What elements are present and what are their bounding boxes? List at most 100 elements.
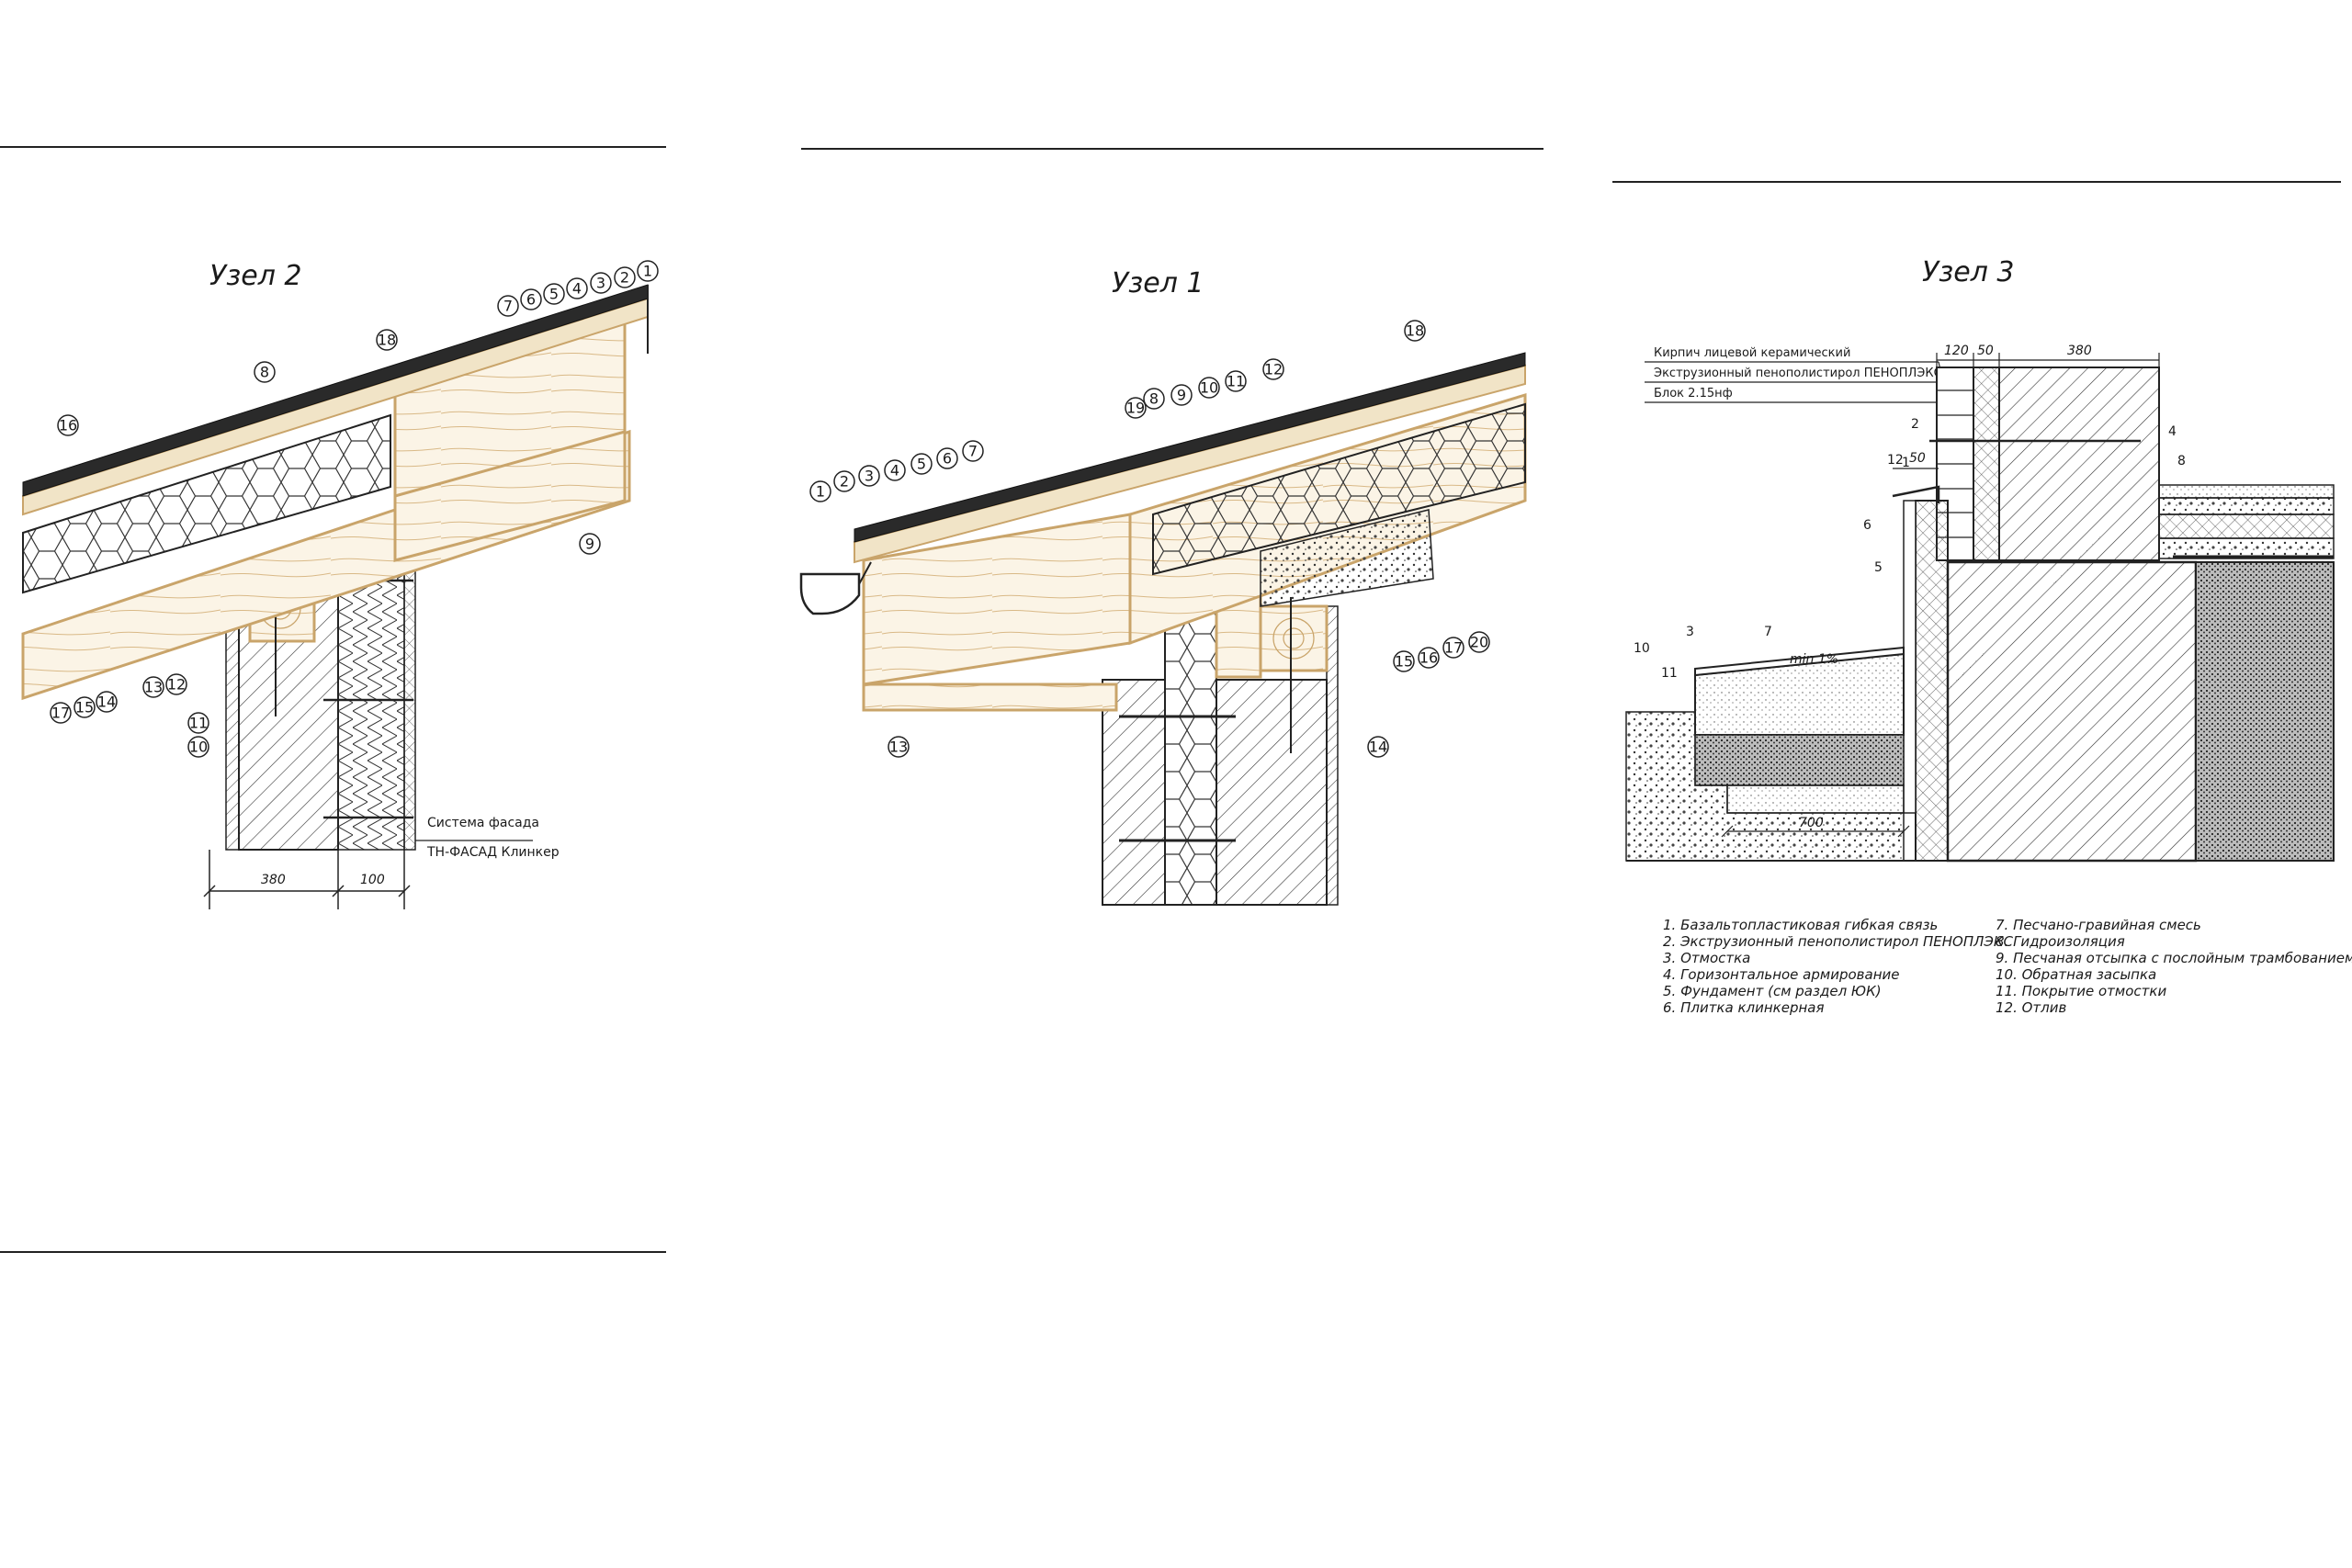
node1-callout-3-label: 3 [865,468,874,485]
node2-callout-16-label: 16 [59,417,77,434]
node2-dim-wall: 380 [261,873,286,887]
node1-callout-6-label: 6 [943,450,952,468]
node2-callout-3-label: 3 [596,275,605,292]
node3-mark-4: 4 [2168,424,2177,439]
node2-callout-2-circle [614,266,636,288]
legend-item-2: 2. Экструзионный пенополистирол ПЕНОПЛЭК… [1663,933,2014,950]
node1-callout-8-label: 8 [1149,390,1159,408]
node2-callout-11-label: 11 [189,715,208,732]
node1-callout-18-circle [1404,320,1426,342]
legend-item-6: 6. Плитка клинкерная [1663,999,1825,1016]
node2-callout-14-circle [96,691,118,713]
node2-dim-facade: 100 [360,873,385,887]
node2-callout-15-label: 15 [75,699,94,716]
node1-wall-outer [1102,679,1166,906]
legend-item-10: 10. Обратная засыпка [1996,966,2156,983]
node3-block-wall [1998,367,2160,561]
node3-eps [1973,367,2000,561]
node1-callout-7-label: 7 [968,443,978,460]
node2-callout-5-circle [543,283,565,305]
node1-callout-13-label: 13 [889,739,908,756]
node1-callout-1-circle [809,480,831,502]
node2-callout-13-label: 13 [144,679,163,696]
node3-mark-12: 12 [1887,453,1904,468]
node3-dim-50-side: 50 [1909,451,1926,466]
legend-item-7: 7. Песчано-гравийная смесь [1996,917,2201,933]
node1-callout-9-circle [1170,384,1193,406]
node1-callout-12-label: 12 [1264,361,1283,378]
node1-callout-11-circle [1225,370,1247,392]
node1-callout-3-circle [858,465,880,487]
node2-callout-14-label: 14 [97,694,116,711]
node2-callout-8-circle [254,361,276,383]
node2-callout-2-label: 2 [620,269,629,287]
node3-dim-700: 700 [1799,816,1824,830]
node1-ceiling-insulation [1260,509,1434,607]
node1-callout-11-label: 11 [1227,373,1245,390]
node2-callout-12-circle [165,673,187,695]
node2-callout-11-circle [187,712,209,734]
node2-callout-10-circle [187,736,209,758]
node3-inner-soil [2195,561,2335,862]
node1-callout-20-circle [1468,631,1490,653]
node3-floor-insulation [2158,513,2335,539]
node2-note-line1: Система фасада [427,816,539,830]
node3-dim-50-top: 50 [1977,344,1994,358]
node1-callout-10-label: 10 [1200,379,1218,397]
node1-callout-1-label: 1 [816,483,825,501]
node3-label-brick: Кирпич лицевой керамический [1654,346,1850,360]
node1-callout-14-label: 14 [1369,739,1387,756]
node3-clinker-tile [1903,500,1917,814]
node3-mark-5: 5 [1874,560,1883,575]
node-3-title: Узел 3 [1922,256,2015,288]
node1-callout-14-circle [1367,736,1389,758]
node1-callout-5-circle [910,453,933,475]
node2-callout-9-label: 9 [585,536,594,553]
node1-roofing [854,352,1526,543]
node2-callout-7-circle [497,295,519,317]
node3-blind-cover [1694,646,1905,677]
node2-callout-8-label: 8 [260,364,269,381]
node2-callout-1-circle [637,260,659,282]
node2-note-line2: ТН-ФАСАД Клинкер [426,845,560,860]
legend-item-8: 8. Гидроизоляция [1996,933,2125,950]
node1-mauerlat [1259,604,1329,672]
node1-callout-4-label: 4 [890,462,899,479]
node2-callout-16-circle [57,414,79,436]
node1-callout-6-circle [936,447,958,469]
node2-facade-insulation [337,559,405,851]
node1-callout-9-label: 9 [1177,387,1186,404]
node3-mark-11: 11 [1661,666,1678,681]
legend-item-4: 4. Горизонтальное армирование [1663,966,1899,983]
node3-dim-120: 120 [1944,344,1969,358]
legend-item-9: 9. Песчаная отсыпка с послойным трамбова… [1996,950,2352,966]
node3-foundation [1946,560,2198,863]
node3-floor-screed [2158,497,2335,515]
node1-callout-10-circle [1198,377,1220,399]
legend-item-3: 3. Отмостка [1663,950,1750,966]
legend-item-5: 5. Фундамент (см раздел ЮК) [1663,983,1882,999]
node2-callout-18-label: 18 [378,332,396,349]
node1-callout-15-label: 15 [1395,653,1413,671]
node3-gravel-mix [1694,734,1905,786]
node3-dim-380: 380 [2067,344,2092,358]
node3-legend-left: 1. Базальтопластиковая гибкая связь 2. Э… [1663,917,2014,1016]
node2-roof-insulation [22,413,391,594]
legend-item-11: 11. Покрытие отмостки [1996,983,2166,999]
node1-callout-4-circle [884,459,906,481]
node1-callout-8-circle [1143,388,1165,410]
node2-callout-13-circle [142,676,164,698]
node3-mark-2: 2 [1911,417,1919,432]
node2-callout-12-label: 12 [167,676,186,694]
node1-callout-17-circle [1442,637,1464,659]
node1-callout-12-circle [1262,358,1284,380]
node2-callout-6-label: 6 [526,291,536,309]
node2-callout-18-circle [376,329,398,351]
node3-mark-10: 10 [1634,641,1650,656]
node2-callout-1-label: 1 [643,263,652,280]
node2-callout-3-circle [590,272,612,294]
node1-callout-7-circle [962,440,984,462]
node2-callout-7-label: 7 [503,298,513,315]
node-1-title: Узел 1 [1112,267,1204,299]
